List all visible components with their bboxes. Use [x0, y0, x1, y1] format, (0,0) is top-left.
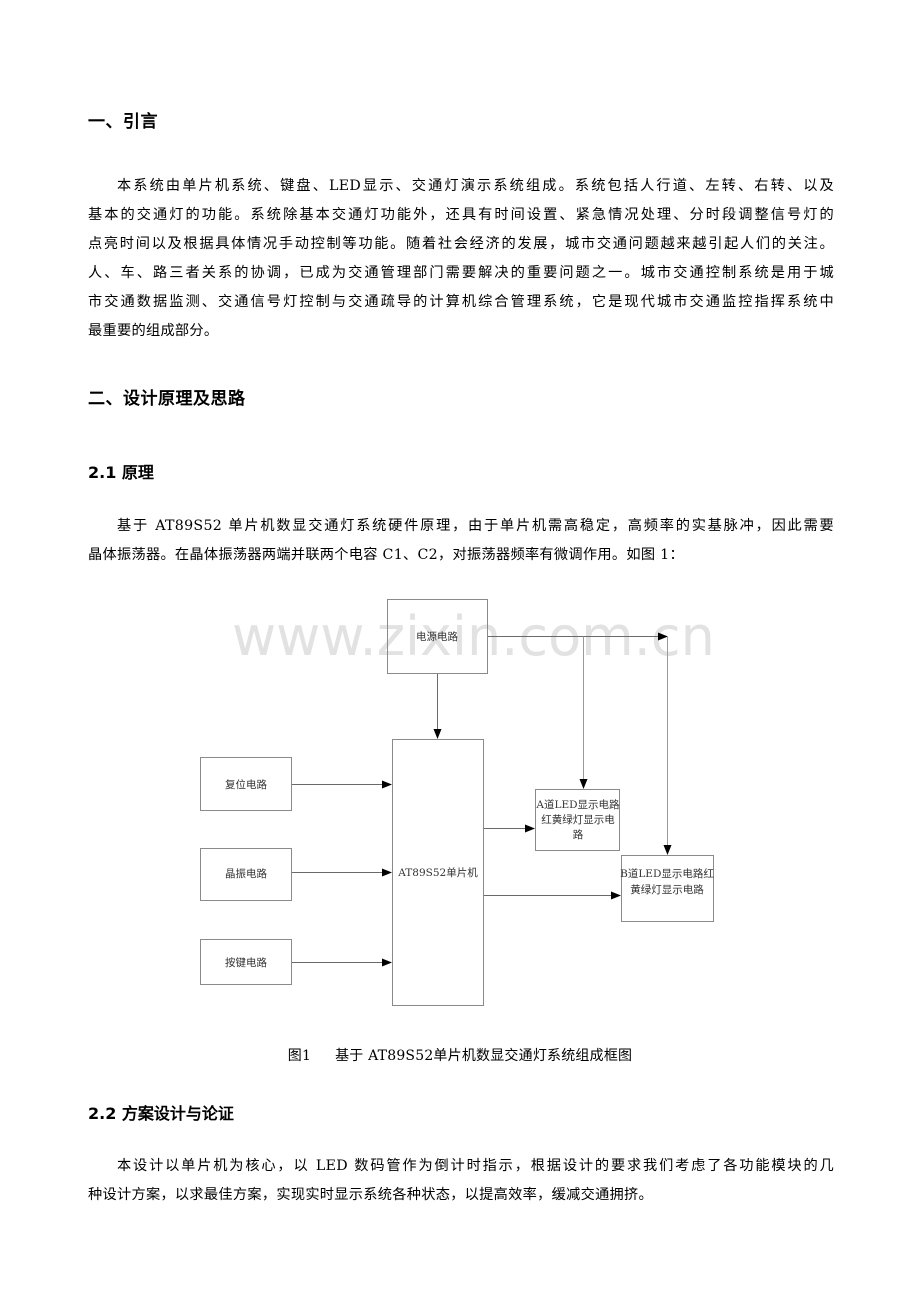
display-b-box — [621, 855, 714, 922]
subsection-heading-scheme-design: 2.2 方案设计与论证 — [88, 1104, 234, 1123]
section-heading-introduction: 一、引言 — [88, 112, 158, 132]
display-a-label-line: 路 — [573, 828, 584, 841]
figure-caption: 图1 基于 AT89S52单片机数显交通灯系统组成框图 — [0, 1045, 920, 1065]
display-b-label-line: B道LED显示电路红 — [620, 867, 714, 880]
intro-paragraph: 本系统由单片机系统、键盘、LED显示、交通灯演示系统组成。系统包括人行道、左转、… — [88, 172, 834, 346]
reset-circuit-label: 复位电路 — [225, 778, 267, 791]
mcu-label: AT89S52单片机 — [397, 866, 478, 879]
crystal-circuit-box — [200, 848, 292, 901]
figure-caption-text: 基于 AT89S52单片机数显交通灯系统组成框图 — [335, 1048, 633, 1064]
paragraph-line: 本系统由单片机系统、键盘、LED显示、交通灯演示系统组成。系统包括人行道、左转、… — [117, 178, 834, 194]
paragraph-line: 点亮时间以及根据具体情况手动控制等功能。随着社会经济的发展，城市交通问题越来越引… — [88, 236, 834, 252]
principle-paragraph: 基于 AT89S52 单片机数显交通灯系统硬件原理，由于单片机需高稳定，高频率的… — [88, 512, 834, 570]
crystal-circuit-label: 晶振电路 — [225, 867, 267, 880]
paragraph-line: 晶体振荡器。在晶体振荡器两端并联两个电容 C1、C2，对振荡器频率有微调作用。如… — [88, 547, 684, 563]
paragraph-line: 种设计方案，以求最佳方案，实现实时显示系统各种状态，以提高效率，缓减交通拥挤。 — [88, 1187, 654, 1203]
key-circuit-label: 按键电路 — [225, 956, 267, 969]
reset-circuit-box — [200, 757, 292, 811]
section-heading-design-principle: 二、设计原理及思路 — [88, 389, 246, 409]
power-circuit-box — [387, 599, 488, 674]
power-circuit-label: 电源电路 — [416, 630, 458, 643]
paragraph-line: 市交通数据监测、交通信号灯控制与交通疏导的计算机综合管理系统，它是现代城市交通监… — [88, 294, 834, 310]
display-a-label-line: 红黄绿灯显示电 — [541, 813, 615, 826]
paragraph-line: 基本的交通灯的功能。系统除基本交通灯功能外，还具有时间设置、紧急情况处理、分时段… — [88, 207, 834, 223]
paragraph-line: 本设计以单片机为核心，以 LED 数码管作为倒计时指示，根据设计的要求我们考虑了… — [117, 1158, 834, 1174]
watermark-text: www.zixin.com.cn — [232, 605, 715, 668]
figure-number: 图1 — [287, 1048, 312, 1064]
display-a-box — [535, 789, 620, 851]
mcu-box — [392, 739, 484, 1006]
paragraph-line: 基于 AT89S52 单片机数显交通灯系统硬件原理，由于单片机需高稳定，高频率的… — [117, 518, 834, 534]
paragraph-line: 人、车、路三者关系的协调，已成为交通管理部门需要解决的重要问题之一。城市交通控制… — [88, 265, 834, 281]
key-circuit-box — [200, 939, 292, 985]
paragraph-line: 最重要的组成部分。 — [88, 323, 219, 339]
display-a-label-line: A道LED显示电路 — [535, 798, 620, 811]
subsection-heading-principle: 2.1 原理 — [88, 463, 154, 482]
scheme-paragraph: 本设计以单片机为核心，以 LED 数码管作为倒计时指示，根据设计的要求我们考虑了… — [88, 1152, 834, 1210]
display-b-label-line: 黄绿灯显示电路 — [630, 883, 704, 896]
